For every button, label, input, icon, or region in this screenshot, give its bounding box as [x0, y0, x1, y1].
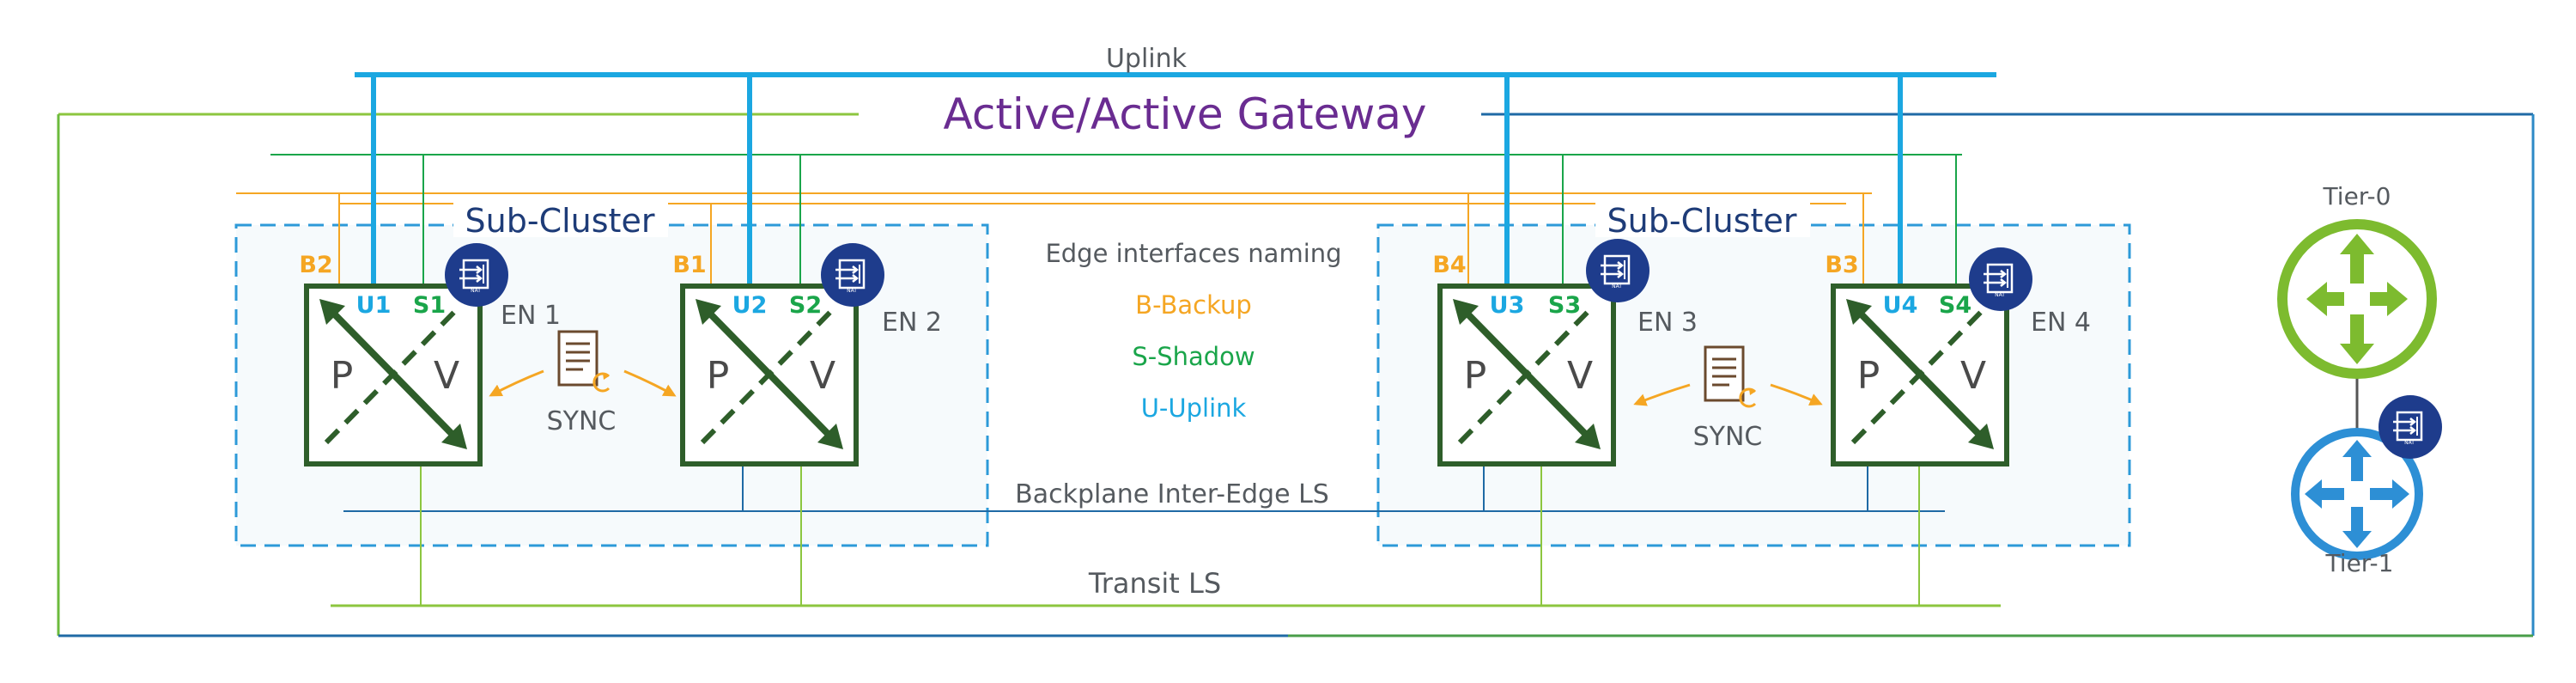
transit-label: Transit LS: [1088, 567, 1221, 600]
sync-label-1: SYNC: [547, 406, 617, 436]
svg-text:B3: B3: [1825, 252, 1858, 278]
svg-text:S2: S2: [789, 292, 822, 319]
svg-text:P: P: [1464, 354, 1487, 398]
service-router-icon: [1584, 237, 1651, 304]
legend-shadow: S-Shadow: [1132, 342, 1255, 371]
tier1-router-icon: [2291, 428, 2423, 560]
gateway-title: Active/Active Gateway: [944, 89, 1427, 139]
sync-group-1: SYNC: [489, 330, 677, 436]
subcluster-1-label: Sub-Cluster: [465, 202, 655, 240]
svg-text:EN 2: EN 2: [882, 308, 942, 338]
edge-node-1: P V U1 S1 B2 EN 1: [299, 75, 561, 606]
svg-text:S3: S3: [1548, 292, 1581, 319]
svg-text:U4: U4: [1883, 292, 1918, 319]
svg-text:B4: B4: [1432, 252, 1466, 278]
interface-naming-legend: Edge interfaces naming B-Backup S-Shadow…: [1045, 239, 1341, 423]
legend-heading: Edge interfaces naming: [1045, 239, 1341, 268]
service-router-icon: [819, 241, 886, 308]
svg-text:S4: S4: [1939, 292, 1971, 319]
service-router-icon: [443, 241, 510, 308]
svg-text:P: P: [1857, 354, 1880, 398]
svg-text:B2: B2: [299, 252, 332, 278]
svg-text:S1: S1: [413, 292, 446, 319]
service-router-icon: [1967, 246, 2034, 313]
svg-text:EN 4: EN 4: [2031, 308, 2091, 338]
subcluster-2-label: Sub-Cluster: [1607, 202, 1797, 240]
svg-text:P: P: [331, 354, 354, 398]
edge-node-4: P V U4 S4 B3 EN 4: [1825, 75, 2091, 606]
svg-text:U3: U3: [1490, 292, 1525, 319]
tier1-label: Tier-1: [2325, 549, 2394, 577]
svg-text:P: P: [707, 354, 730, 398]
tier0-label: Tier-0: [2323, 182, 2391, 210]
svg-text:V: V: [1960, 354, 1986, 398]
svg-text:V: V: [434, 354, 459, 398]
legend-uplink: U-Uplink: [1141, 393, 1247, 423]
service-router-icon: [2377, 393, 2444, 460]
svg-text:V: V: [810, 354, 835, 398]
subcluster-2-label-bg: [1595, 203, 1810, 237]
subcluster-1-label-bg: [453, 203, 668, 237]
gateway-frame: [57, 113, 2535, 637]
backplane-label: Backplane Inter-Edge LS: [1015, 479, 1329, 509]
svg-text:EN 1: EN 1: [501, 301, 561, 331]
edge-node-2: P V U2 S2 B1 EN 2: [672, 75, 942, 606]
svg-text:EN 3: EN 3: [1637, 308, 1698, 338]
svg-text:U2: U2: [732, 292, 768, 319]
tier-routers: Tier-0 Tier-1: [2277, 182, 2444, 577]
svg-text:B1: B1: [672, 252, 706, 278]
edge-node-3: P V U3 S3 B4 EN 3: [1432, 75, 1698, 606]
uplink-label: Uplink: [1106, 44, 1188, 74]
svg-text:V: V: [1567, 354, 1593, 398]
legend-backup: B-Backup: [1135, 290, 1252, 320]
tier0-router-icon: [2277, 219, 2437, 379]
sync-label-2: SYNC: [1693, 422, 1763, 452]
svg-text:U1: U1: [356, 292, 392, 319]
sync-group-2: SYNC: [1633, 345, 1823, 452]
